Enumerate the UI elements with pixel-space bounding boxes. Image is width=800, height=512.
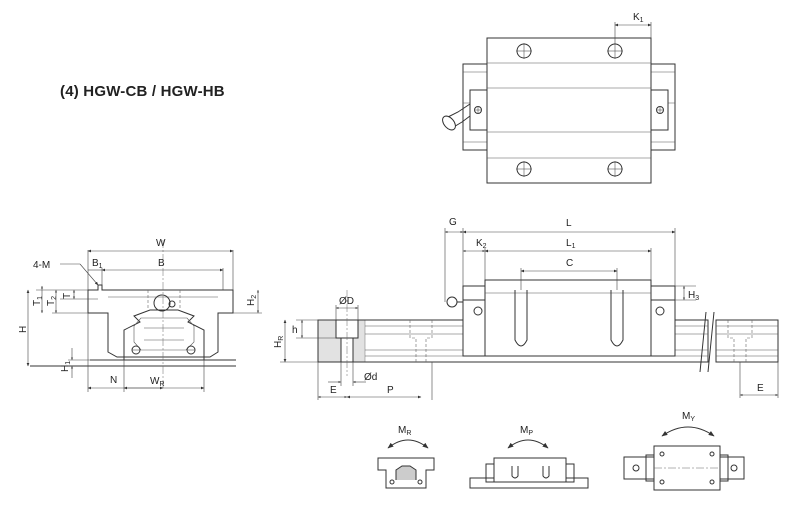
dim-label-od-large: ØD <box>339 296 354 307</box>
dim-label-e-left: E <box>330 385 337 396</box>
dim-label-t2: T2 <box>46 296 58 306</box>
dim-label-t: T <box>62 293 73 299</box>
moment-label-mp: MP <box>520 425 533 437</box>
dim-label-e-right: E <box>757 383 764 394</box>
dim-label-h1: H1 <box>60 361 72 372</box>
front-view: W B B1 4-M T1 T2 T H H1 H2 <box>18 238 262 392</box>
grease-nipple-icon <box>442 103 471 131</box>
dim-label-b1: B1 <box>92 258 103 270</box>
top-view: K1 <box>442 12 676 184</box>
dim-label-l1: L1 <box>566 238 576 250</box>
dim-label-4m: 4-M <box>33 260 50 271</box>
dim-label-t1: T1 <box>32 296 44 306</box>
moment-label-mr: MR <box>398 425 411 437</box>
dim-label-w: W <box>156 238 166 249</box>
drawing-title: (4) HGW-CB / HGW-HB <box>60 83 225 100</box>
dim-label-g: G <box>449 217 457 228</box>
dim-label-l: L <box>566 218 572 229</box>
dim-label-k2: K2 <box>476 238 487 250</box>
dim-label-n: N <box>110 375 117 386</box>
dim-label-od-small: Ød <box>364 372 377 383</box>
dim-label-wr: WR <box>150 376 165 388</box>
dim-label-c: C <box>566 258 573 269</box>
dim-label-hr: HR <box>273 336 285 348</box>
moment-yaw-icon: MY <box>623 411 745 491</box>
mounting-hole-icon <box>516 43 623 177</box>
dim-label-k1: K1 <box>633 12 644 24</box>
moment-pitch-icon: MP <box>469 425 589 489</box>
dim-label-h3: H3 <box>688 290 699 302</box>
dim-label-h-small: h <box>292 325 298 336</box>
dim-label-h2: H2 <box>246 295 258 306</box>
side-view: G L K2 L1 C H3 ØD h HR <box>273 217 779 400</box>
dim-label-h: H <box>18 326 29 333</box>
moment-label-my: MY <box>682 411 695 423</box>
dim-label-b: B <box>158 258 165 269</box>
dim-label-p: P <box>387 385 394 396</box>
moment-roll-icon: MR <box>377 425 435 489</box>
